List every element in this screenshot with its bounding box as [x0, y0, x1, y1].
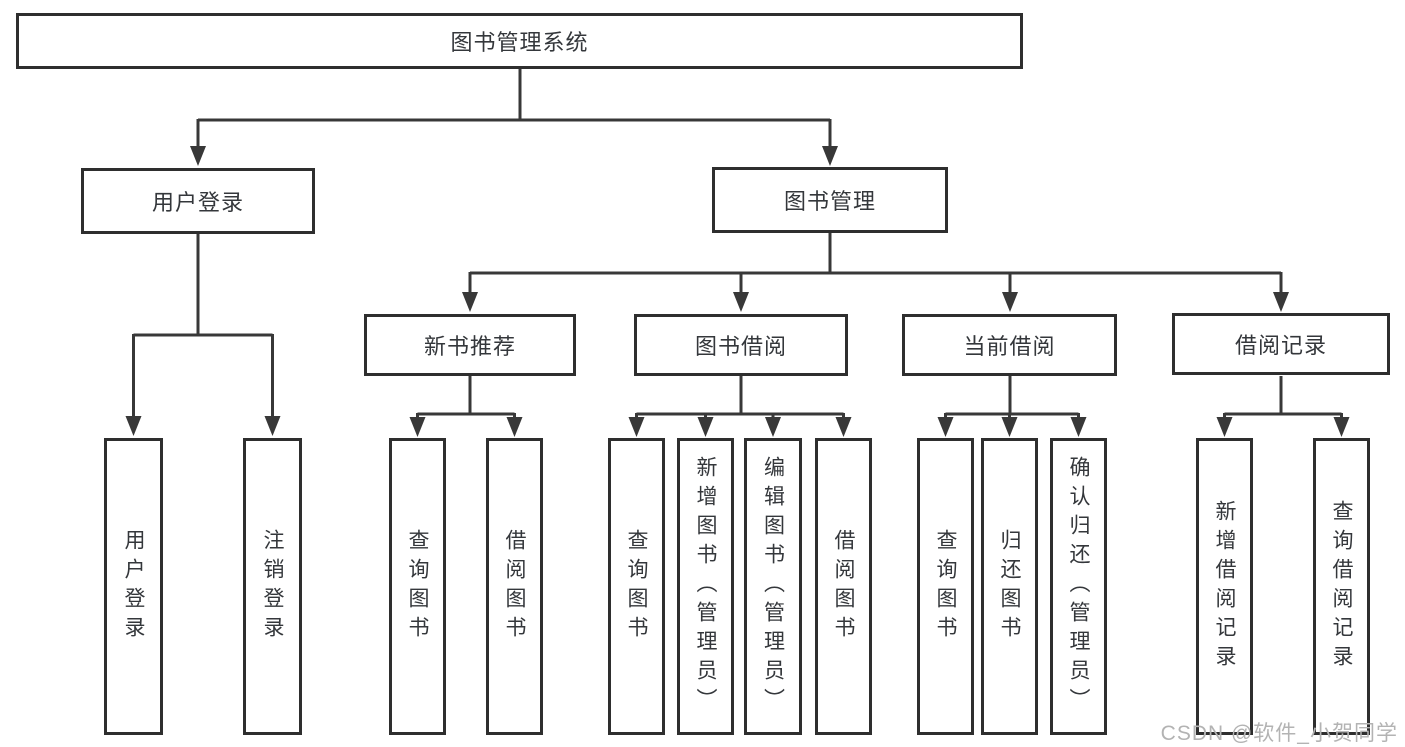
connector-book-management-children [462, 233, 1289, 312]
leaf-user-login: 用户登录 [104, 438, 163, 735]
node-root: 图书管理系统 [16, 13, 1023, 69]
node-current-borrow-label: 当前借阅 [963, 334, 1056, 359]
connector-root-to-level2 [190, 69, 838, 166]
node-new-book-recommend-label: 新书推荐 [423, 334, 516, 359]
leaf-add-books-admin-label: 新增图书（管理员） [694, 456, 717, 717]
leaf-borrow-query-books: 查询图书 [608, 438, 665, 735]
connector-current-borrow-children [937, 376, 1087, 437]
leaf-logout-label: 注销登录 [261, 528, 284, 645]
leaf-recommend-borrow-books-label: 借阅图书 [503, 528, 526, 645]
leaf-return-books-label: 归还图书 [998, 528, 1021, 645]
leaf-query-borrow-record: 查询借阅记录 [1313, 438, 1370, 735]
leaf-recommend-query-books-label: 查询图书 [406, 528, 429, 645]
leaf-confirm-return-admin: 确认归还（管理员） [1050, 438, 1107, 735]
leaf-recommend-query-books: 查询图书 [389, 438, 446, 735]
node-root-label: 图书管理系统 [450, 30, 589, 55]
leaf-borrow-books: 借阅图书 [815, 438, 872, 735]
connector-borrow-records-children [1216, 376, 1350, 437]
node-current-borrow: 当前借阅 [902, 314, 1117, 376]
leaf-logout: 注销登录 [243, 438, 302, 735]
connector-user-login-children [125, 234, 281, 436]
leaf-current-query-books: 查询图书 [917, 438, 974, 735]
node-user-login: 用户登录 [81, 168, 315, 234]
csdn-watermark: CSDN @软件_小贺同学 [1160, 722, 1398, 745]
leaf-add-books-admin: 新增图书（管理员） [677, 438, 734, 735]
leaf-current-query-books-label: 查询图书 [934, 528, 957, 645]
node-book-management-label: 图书管理 [783, 189, 876, 214]
leaf-recommend-borrow-books: 借阅图书 [486, 438, 543, 735]
connector-new-book-recommend-children [409, 376, 523, 437]
leaf-edit-books-admin: 编辑图书（管理员） [744, 438, 802, 735]
leaf-confirm-return-admin-label: 确认归还（管理员） [1067, 456, 1090, 717]
leaf-query-borrow-record-label: 查询借阅记录 [1330, 499, 1353, 674]
node-user-login-label: 用户登录 [151, 190, 244, 215]
leaf-add-borrow-record-label: 新增借阅记录 [1213, 499, 1236, 674]
connector-book-borrow-children [628, 376, 852, 437]
leaf-borrow-query-books-label: 查询图书 [625, 528, 648, 645]
leaf-borrow-books-label: 借阅图书 [832, 528, 855, 645]
node-borrow-records: 借阅记录 [1172, 313, 1390, 375]
leaf-user-login-label: 用户登录 [122, 528, 145, 645]
node-book-borrow: 图书借阅 [634, 314, 848, 376]
leaf-add-borrow-record: 新增借阅记录 [1196, 438, 1253, 735]
leaf-return-books: 归还图书 [981, 438, 1038, 735]
leaf-edit-books-admin-label: 编辑图书（管理员） [761, 456, 785, 717]
node-book-management: 图书管理 [712, 167, 948, 233]
node-borrow-records-label: 借阅记录 [1234, 333, 1327, 358]
node-new-book-recommend: 新书推荐 [364, 314, 576, 376]
node-book-borrow-label: 图书借阅 [694, 334, 787, 359]
